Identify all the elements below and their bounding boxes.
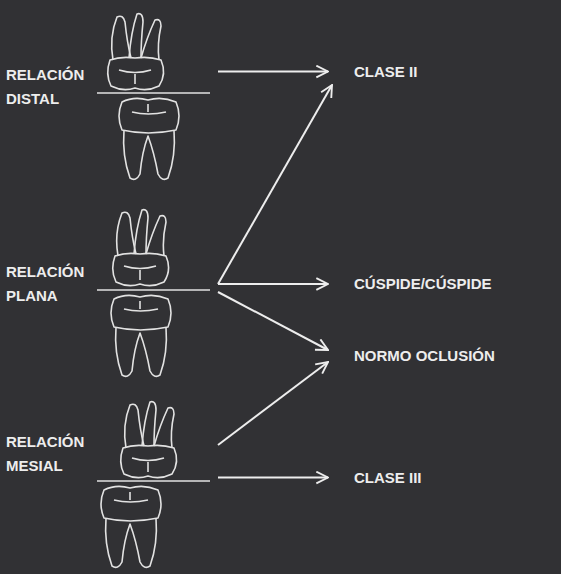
relation-label: RELACIÓN MESIAL [3,430,94,478]
class-label: NORMO OCLUSIÓN [328,342,499,369]
relation-arrow [218,477,328,479]
flat-molars [97,210,210,377]
relation-label: RELACIÓN PLANA [3,260,94,308]
class-label: CLASE II [328,58,421,85]
molar-relation: RELACIÓN DISTAL [3,10,218,180]
mesial-molars [97,402,210,568]
class-name: CÚSPIDE/CÚSPIDE [354,274,492,293]
relation-arrow [218,71,328,73]
class-name: NORMO OCLUSIÓN [354,346,495,365]
relation-arrow [218,85,332,284]
distal-molars [97,14,210,180]
relation-label: RELACIÓN DISTAL [3,63,94,111]
class-name: CLASE III [354,468,422,487]
molar-relation: RELACIÓN MESIAL [3,392,218,572]
class-label: CÚSPIDE/CÚSPIDE [328,270,496,297]
class-label: CLASE III [328,464,426,491]
relation-arrow [218,362,328,445]
class-name: CLASE II [354,62,417,81]
relation-arrow [218,292,328,350]
molar-relation: RELACIÓN PLANA [3,200,218,380]
relation-arrow [218,283,328,285]
